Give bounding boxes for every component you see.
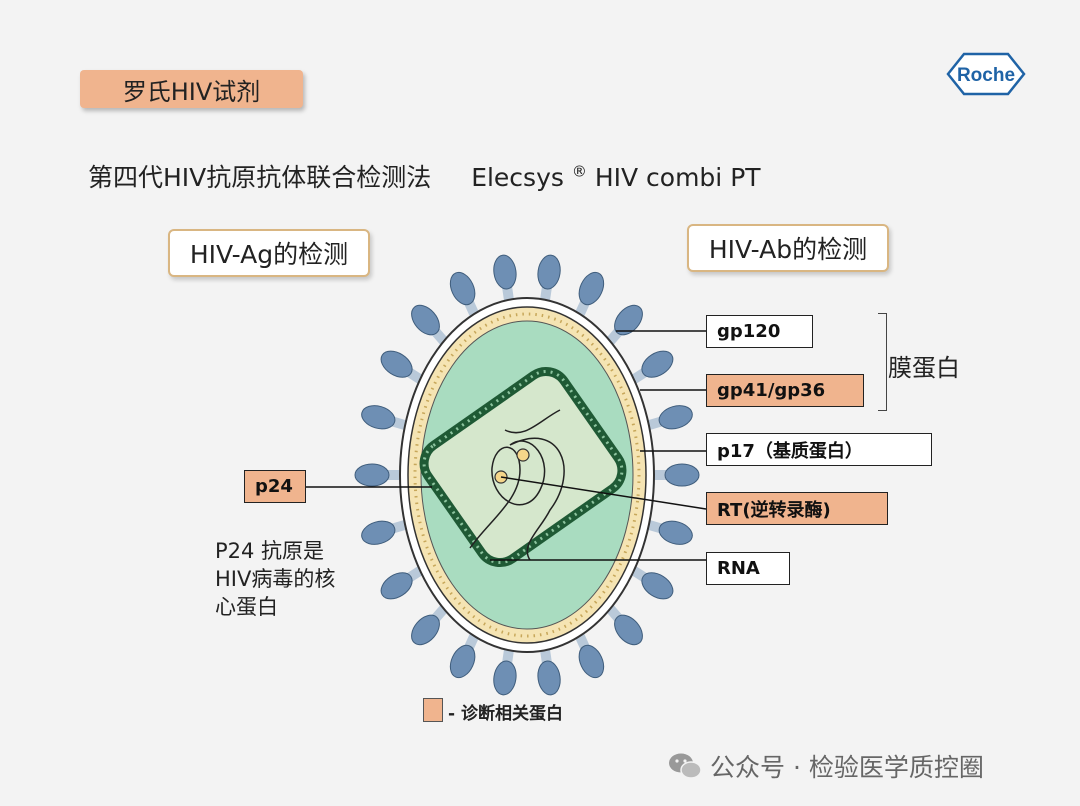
legend-swatch-diagnostic [423, 698, 443, 722]
membrane-protein-label: 膜蛋白 [888, 354, 960, 382]
p24-note-line-3: 心蛋白 [215, 595, 278, 619]
spike-head [380, 350, 413, 378]
label-p24: p24 [244, 470, 306, 503]
wechat-watermark: 公众号 · 检验医学质控圈 [668, 748, 984, 784]
spike-head [578, 271, 605, 306]
spike-head [614, 614, 643, 646]
label-reverse-transcriptase: RT(逆转录酶) [706, 492, 888, 525]
slide-title-tag: 罗氏HIV试剂 [80, 70, 303, 108]
label-p17: p17（基质蛋白） [706, 433, 932, 466]
spike-head [361, 520, 396, 545]
heading-product-tail: HIV combi PT [594, 163, 761, 192]
spike-head [578, 644, 605, 679]
section-antibody-detection: HIV-Ab的检测 [687, 224, 889, 272]
spike-head [493, 660, 517, 696]
spike-head [658, 405, 693, 430]
spike-head [641, 572, 674, 600]
spike-head [361, 405, 396, 430]
spike-head [380, 572, 413, 600]
roche-logo-text: Roche [957, 65, 1015, 86]
spike-head [537, 660, 561, 696]
spike-head [354, 463, 390, 487]
callout-lines [306, 330, 707, 561]
rna-strand [469, 409, 565, 561]
section-antigen-detection: HIV-Ag的检测 [168, 229, 370, 277]
watermark-text: 公众号 · 检验医学质控圈 [710, 753, 984, 782]
p24-note-line-1: P24 抗原是 [215, 539, 325, 563]
registered-mark: ® [571, 162, 587, 181]
label-gp120: gp120 [706, 315, 813, 348]
spike-head [449, 271, 476, 306]
matrix-dots [413, 312, 641, 638]
page-heading: 第四代HIV抗原抗体联合检测法 Elecsys ® HIV combi PT [88, 158, 761, 194]
spike-head [664, 463, 700, 487]
p24-explanation: P24 抗原是 HIV病毒的核 心蛋白 [215, 537, 335, 621]
spike-head [641, 350, 674, 378]
heading-main: 第四代HIV抗原抗体联合检测法 [88, 163, 432, 192]
heading-product: Elecsys [471, 163, 564, 192]
spike-head [411, 304, 440, 336]
capsid-core [419, 367, 627, 567]
legend-diagnostic-protein: - 诊断相关蛋白 [448, 704, 563, 724]
label-rna: RNA [706, 552, 790, 585]
spike-head [449, 644, 476, 679]
reverse-transcriptase-2 [516, 448, 530, 462]
envelope-spikes [354, 254, 700, 696]
spike-head [411, 614, 440, 646]
spike-head [614, 304, 643, 336]
spike-head [493, 254, 517, 290]
roche-logo: Roche [946, 52, 1026, 96]
wechat-icon [669, 753, 702, 779]
membrane-protein-bracket [878, 313, 887, 411]
label-gp41-gp36: gp41/gp36 [706, 374, 864, 407]
p24-note-line-2: HIV病毒的核 [215, 567, 336, 591]
spike-head [658, 520, 693, 545]
spike-head [537, 254, 561, 290]
